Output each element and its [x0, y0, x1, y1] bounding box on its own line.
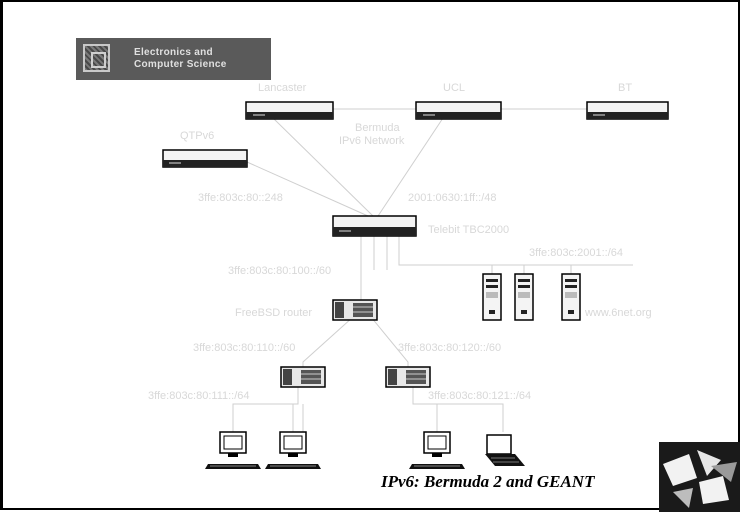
network-diagram: [162, 101, 669, 469]
server-3: [561, 273, 581, 321]
label-telebit: Telebit TBC2000: [428, 224, 510, 236]
server-1: [482, 273, 502, 321]
label-freebsd: FreeBSD router: [235, 307, 313, 319]
router-ucl: [415, 101, 502, 120]
logo-square-icon: [83, 44, 110, 72]
workstation-2: [265, 431, 321, 469]
label-right-lan: 3ffe:803c:80:121::/64: [428, 390, 532, 402]
label-left-lan: 3ffe:803c:80:111::/64: [148, 390, 250, 402]
right-lan: [412, 386, 504, 432]
label-right-subnet: 3ffe:803c:80:120::/60: [398, 342, 502, 354]
logo: Electronics and Computer Science: [76, 38, 271, 80]
server-lan: [398, 236, 633, 266]
workstation-1: [205, 431, 261, 469]
link-router-left: [302, 316, 354, 370]
link-ucl-telebit: [377, 117, 444, 217]
laptop: [485, 434, 525, 466]
router-right-subnet: [385, 366, 431, 388]
label-qtpv6: QTPv6: [180, 130, 215, 142]
link-lancaster-telebit: [272, 117, 374, 217]
label-servers: www.6net.org: [585, 307, 652, 319]
label-router-link: 3ffe:803c:80:100::/60: [228, 265, 332, 277]
router-qtpv6: [162, 149, 248, 168]
workstation-3: [409, 431, 465, 469]
left-lan: [232, 386, 299, 432]
corner-logo-icon: [659, 442, 740, 512]
label-network-line-1: Bermuda: [355, 122, 400, 134]
label-network-line-2: IPv6 Network: [339, 135, 405, 147]
router-bt: [586, 101, 669, 120]
slide-title: IPv6: Bermuda 2 and GEANT: [381, 472, 595, 491]
router-freebsd: [332, 299, 378, 321]
server-2: [514, 273, 534, 321]
label-qtp-link: 3ffe:803c:80::248: [198, 192, 283, 204]
link-qtpv6-telebit: [246, 161, 369, 217]
label-server-lan: 3ffe:803c:2001::/64: [529, 247, 623, 259]
label-bt: BT: [618, 82, 633, 94]
label-ucl-link: 2001:0630:1ff::/48: [408, 192, 497, 204]
router-lancaster: [245, 101, 334, 120]
label-left-subnet: 3ffe:803c:80:110::/60: [193, 342, 296, 354]
logo-line-1: Electronics and: [134, 47, 213, 58]
router-telebit: [332, 215, 417, 237]
logo-line-2: Computer Science: [134, 59, 227, 70]
label-ucl: UCL: [443, 82, 466, 94]
label-lancaster: Lancaster: [258, 82, 307, 94]
router-left-subnet: [280, 366, 326, 388]
